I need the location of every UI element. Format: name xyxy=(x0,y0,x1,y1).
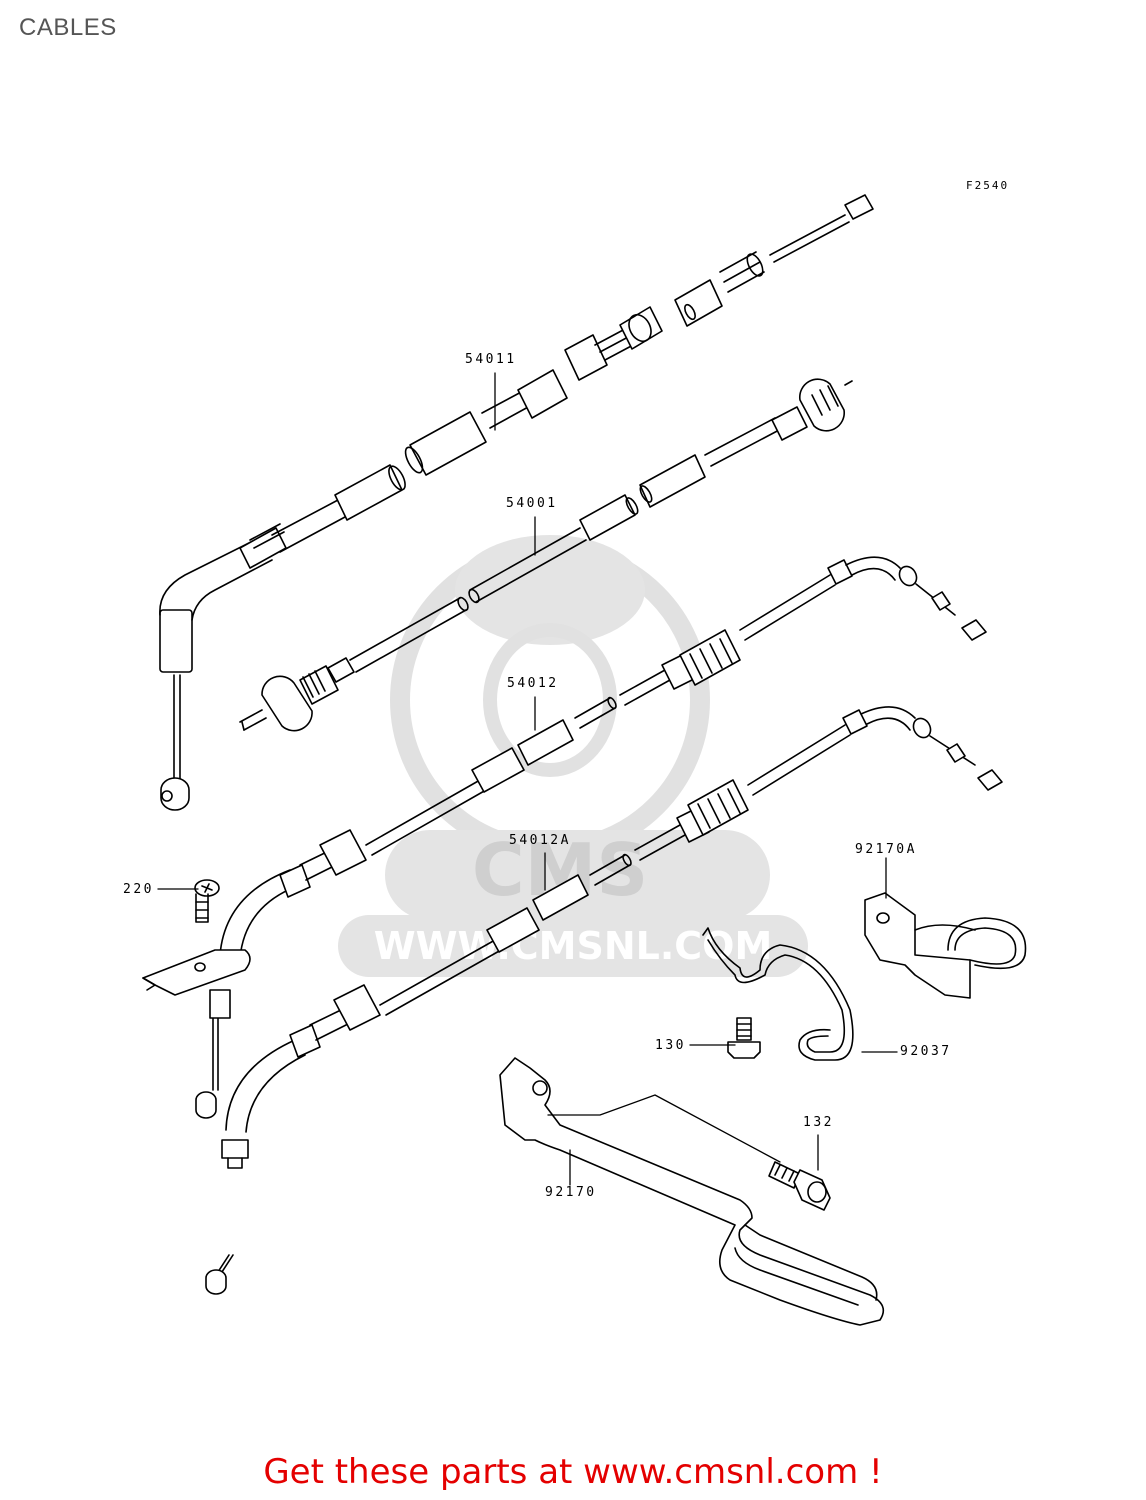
callout-92170[interactable]: 92170 xyxy=(545,1185,597,1200)
cable-54012 xyxy=(195,556,987,1119)
cable-54001 xyxy=(239,378,853,732)
bracket-92170A xyxy=(864,892,1027,999)
screw-220 xyxy=(194,879,220,923)
callout-54001[interactable]: 54001 xyxy=(506,496,558,511)
figure-code: F2540 xyxy=(966,179,1010,192)
cable-bracket xyxy=(142,949,251,996)
leader-lines xyxy=(157,372,898,1186)
stay-92170 xyxy=(499,1057,885,1326)
page-title: CABLES xyxy=(19,14,117,41)
callout-130[interactable]: 130 xyxy=(655,1038,686,1053)
clamp-92037 xyxy=(702,927,854,1061)
callout-220[interactable]: 220 xyxy=(123,882,154,897)
cms-watermark: CMS WWW.CMSNL.COM xyxy=(338,535,808,977)
callout-54011[interactable]: 54011 xyxy=(465,352,517,367)
parts-linework xyxy=(142,194,1027,1326)
callout-132[interactable]: 132 xyxy=(803,1115,834,1130)
bolt-132 xyxy=(768,1161,831,1211)
callout-92170A[interactable]: 92170A xyxy=(855,842,917,857)
callout-54012[interactable]: 54012 xyxy=(507,676,559,691)
callout-54012A[interactable]: 54012A xyxy=(509,833,571,848)
bolt-130 xyxy=(727,1017,761,1059)
callout-92037[interactable]: 92037 xyxy=(900,1044,952,1059)
footer-cta-link[interactable]: Get these parts at www.cmsnl.com ! xyxy=(263,1452,883,1492)
cable-54012A xyxy=(205,706,1003,1295)
cable-54011 xyxy=(159,194,874,811)
